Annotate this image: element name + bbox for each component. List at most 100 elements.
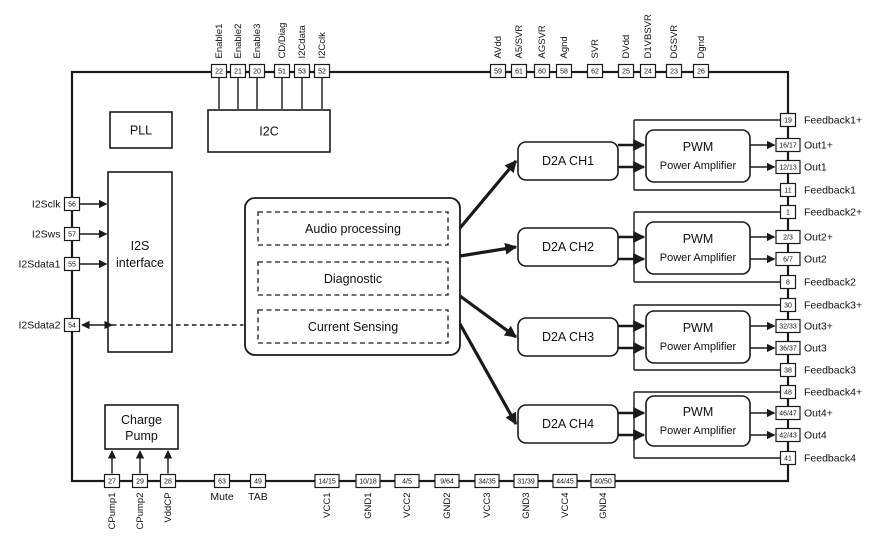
pin-label: Out3+ xyxy=(804,320,833,332)
pin-box xyxy=(775,159,801,175)
pin-number: 56 xyxy=(68,202,76,209)
pin-label: Enable2 xyxy=(233,24,244,59)
arrow-core-d2a-ch3 xyxy=(459,294,517,339)
pin-label: I2Cclk xyxy=(317,32,328,59)
d2a-ch1-block xyxy=(517,141,619,181)
pin-label: GND1 xyxy=(363,493,374,519)
pin-number: 1 xyxy=(786,210,790,217)
pwm-amplifier-4-block xyxy=(645,395,751,447)
pin-box xyxy=(775,427,801,443)
pwm4-label-line1: PWM xyxy=(683,405,714,419)
pin-label: D1VBSVR xyxy=(643,14,654,58)
pin-box xyxy=(293,63,311,79)
pin-label: VddCP xyxy=(163,493,174,523)
pin-label: Enable3 xyxy=(252,24,263,59)
pin-label: Out1+ xyxy=(804,139,833,151)
charge-pump-block xyxy=(104,404,179,450)
pin-21: 21 Enable2 xyxy=(229,24,247,79)
pin-label: I2Sdata2 xyxy=(18,319,60,331)
pin-label: I2Sws xyxy=(32,228,61,240)
pin-box xyxy=(210,63,228,79)
d2a-ch4-label: D2A CH4 xyxy=(542,417,594,431)
pin-box xyxy=(775,229,801,245)
pin-label: CPump1 xyxy=(107,493,118,530)
pin-label: Feedback3 xyxy=(804,364,856,376)
pin-number: 34/35 xyxy=(478,479,496,486)
diagnostic-label: Diagnostic xyxy=(324,272,382,286)
pin-number: 41 xyxy=(784,456,792,463)
pwm3-label-line2: Power Amplifier xyxy=(660,341,737,353)
pll-block xyxy=(109,111,173,149)
pin-box xyxy=(590,473,616,489)
diagnostic-box xyxy=(257,261,449,296)
pin-number: 25 xyxy=(622,69,630,76)
pin-label: DGSVR xyxy=(669,25,680,59)
pin-box xyxy=(229,63,247,79)
pin-number: 36/37 xyxy=(779,346,797,353)
pin-box xyxy=(63,196,81,212)
pwm1-label-line1: PWM xyxy=(683,140,714,154)
pin-box xyxy=(533,63,551,79)
pin-number: 16/17 xyxy=(779,143,797,150)
pin-number: 46/47 xyxy=(779,411,797,418)
pin-label: VCC3 xyxy=(482,493,493,518)
pwm4-label-line2: Power Amplifier xyxy=(660,425,737,437)
pin-label: VCC4 xyxy=(560,493,571,518)
pin-number: 22 xyxy=(215,69,223,76)
pin-label: CPump2 xyxy=(135,493,146,530)
pin-label: Dgnd xyxy=(696,36,707,59)
pin-box xyxy=(779,274,797,290)
pin-label: Out1 xyxy=(804,161,827,173)
pwm-amplifier-2-block xyxy=(645,221,751,275)
pin-box xyxy=(103,473,121,489)
pin-box xyxy=(779,297,797,313)
pin-label: Agnd xyxy=(559,36,570,58)
pin-label: I2Sclk xyxy=(32,198,61,210)
pin-62: 62 SVR xyxy=(586,39,604,79)
dsp-core-block xyxy=(244,197,461,356)
pin-number: 30 xyxy=(784,303,792,310)
d2a-ch3-block xyxy=(517,317,619,357)
pin-55: 55 I2Sdata1 xyxy=(18,256,81,272)
pin-number: 49 xyxy=(254,479,262,486)
current-sensing-label: Current Sensing xyxy=(308,320,398,334)
arrow-core-d2a-ch1 xyxy=(458,159,518,230)
pin-box xyxy=(779,384,797,400)
pin-box xyxy=(63,256,81,272)
pin-number: 53 xyxy=(298,69,306,76)
pin-box xyxy=(434,473,460,489)
pin-number: 38 xyxy=(784,368,792,375)
pin-box xyxy=(779,450,797,466)
pin-number: 21 xyxy=(234,69,242,76)
pin-label: I2Sdata1 xyxy=(18,258,60,270)
pin-number: 62 xyxy=(591,69,599,76)
pin-box xyxy=(355,473,381,489)
pin-label: Feedback4+ xyxy=(804,386,862,398)
pin-number: 14/15 xyxy=(318,479,336,486)
pin-label: Out4 xyxy=(804,429,827,441)
pin-box xyxy=(314,473,340,489)
i2c-block xyxy=(207,109,331,153)
pin-label: GND4 xyxy=(598,493,609,519)
pin-number: 55 xyxy=(68,262,76,269)
arrow-core-d2a-ch2 xyxy=(459,242,518,258)
pin-label: SVR xyxy=(590,39,601,59)
